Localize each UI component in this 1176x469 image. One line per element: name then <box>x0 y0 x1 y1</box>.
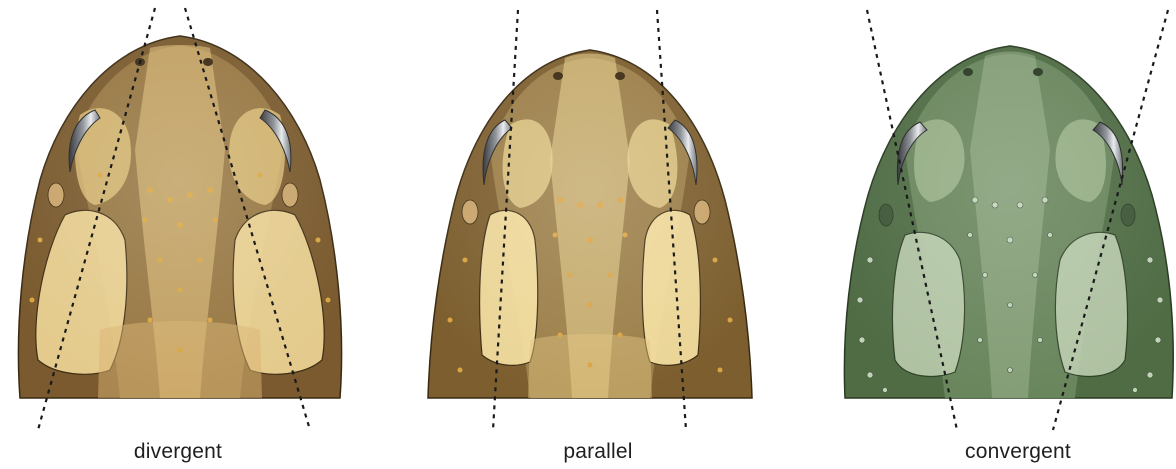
caption-divergent: divergent <box>58 440 298 464</box>
caption-parallel: parallel <box>478 440 718 464</box>
head-parallel <box>428 10 752 430</box>
head-divergent <box>15 8 345 430</box>
head-convergent <box>844 10 1175 430</box>
caption-convergent: convergent <box>898 440 1138 464</box>
